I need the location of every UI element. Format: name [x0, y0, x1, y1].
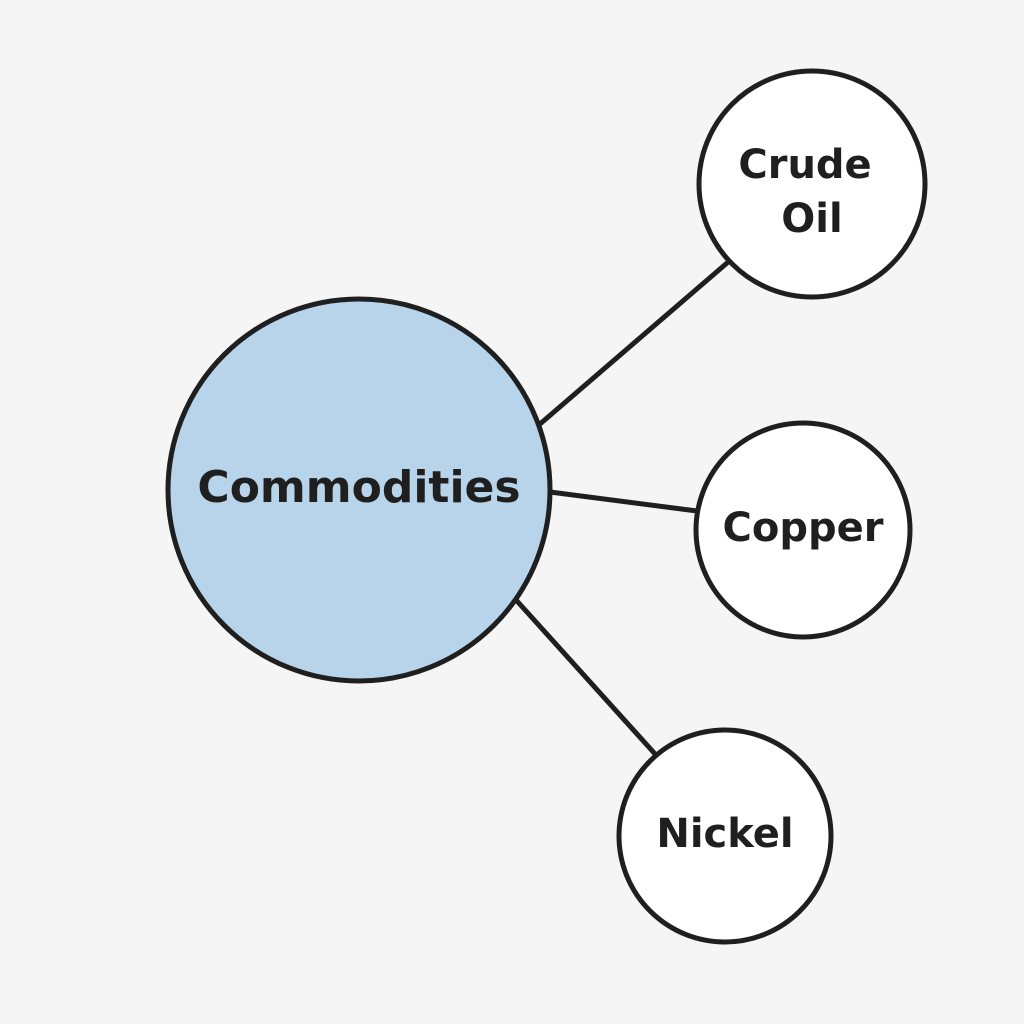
leaf-node-nickel: Nickel: [616, 727, 834, 945]
leaf-node-copper: Copper: [693, 420, 913, 640]
center-node-label: Commodities: [197, 462, 520, 513]
leaf-node-nickel-label: Nickel: [656, 811, 793, 857]
connector-crude-oil: [537, 260, 730, 427]
leaf-node-crude-oil-line-1: Crude: [738, 142, 871, 188]
leaf-node-copper-label: Copper: [723, 505, 884, 551]
connector-nickel: [514, 598, 659, 758]
leaf-node-nickel-circle: [616, 727, 834, 945]
leaf-node-crude-oil-circle: [696, 68, 928, 300]
leaf-node-crude-oil-label: Crude Oil: [738, 142, 885, 242]
connector-copper: [547, 489, 700, 514]
leaf-node-crude-oil-line-2: Oil: [781, 196, 842, 242]
leaf-node-crude-oil: Crude Oil: [696, 68, 928, 300]
leaf-node-copper-circle: [693, 420, 913, 640]
center-node-circle: [165, 296, 553, 684]
center-node: Commodities: [165, 296, 553, 684]
